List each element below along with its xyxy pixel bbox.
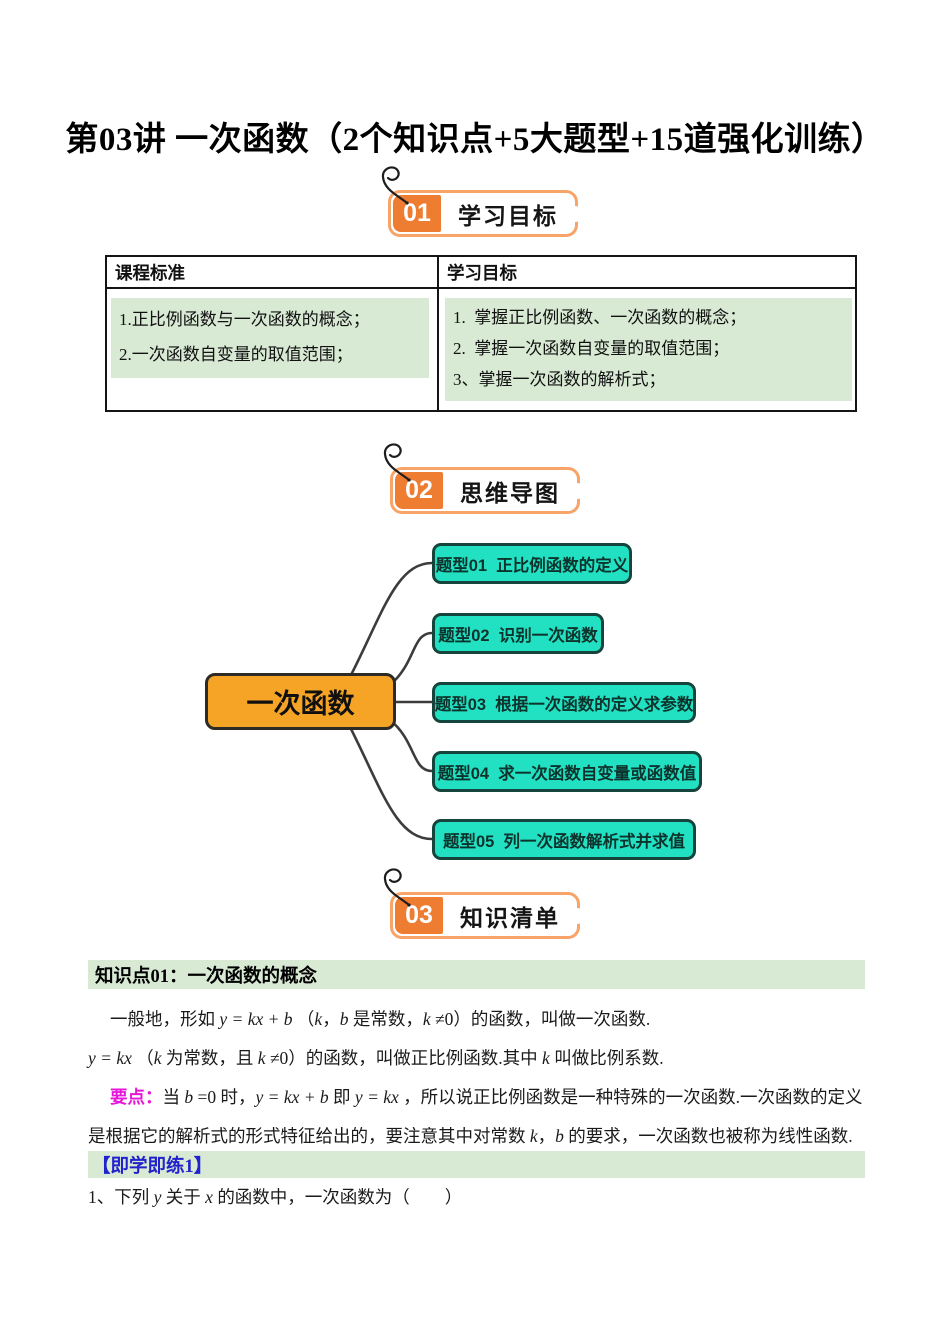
- learning-goal-item: 1. 掌握正比例函数、一次函数的概念；: [453, 308, 747, 327]
- badge-notch: [574, 482, 581, 499]
- var-b: b: [184, 1087, 194, 1107]
- learning-goal-item: 2. 掌握一次函数自变量的取值范围；: [453, 339, 730, 358]
- mindmap-branch-03: 题型03 根据一次函数的定义求参数: [432, 682, 696, 723]
- section-label: 知识清单: [460, 904, 560, 931]
- knowledge-point-heading: 知识点01：一次函数的概念: [88, 960, 865, 989]
- var-b: b: [555, 1126, 564, 1146]
- formula-y-kx: y = kx: [354, 1087, 399, 1107]
- badge-notch: [572, 205, 579, 222]
- section-badge-learning-goals: 01 学习目标: [381, 166, 579, 237]
- highlight-block: 1.正比例函数与一次函数的概念； 2.一次函数自变量的取值范围；: [111, 298, 429, 378]
- mindmap-root-node: 一次函数: [205, 673, 396, 730]
- table-header-learning-goal: 学习目标: [439, 257, 855, 289]
- objectives-table: 课程标准 学习目标 1.正比例函数与一次函数的概念； 2.一次函数自变量的取值范…: [105, 255, 857, 412]
- formula-y-kx: y = kx: [88, 1048, 132, 1068]
- course-standard-item: 2.一次函数自变量的取值范围；: [119, 345, 353, 364]
- table-header-course-standard: 课程标准: [107, 257, 439, 289]
- mindmap-branch-04: 题型04 求一次函数自变量或函数值: [432, 751, 702, 792]
- definition-proportional-function: y = kx （k 为常数，且 k ≠0）的函数，叫做正比例函数.其中 k 叫做…: [88, 1048, 664, 1068]
- section-badge-knowledge-list: 03 知识清单: [383, 868, 581, 939]
- section-label: 学习目标: [458, 202, 558, 229]
- formula-y-kx-b: y = kx + b: [255, 1087, 329, 1107]
- mindmap: 一次函数 题型01 正比例函数的定义 题型02 识别一次函数 题型03 根据一次…: [200, 535, 760, 867]
- var-k: k: [314, 1009, 323, 1029]
- var-y: y: [153, 1187, 162, 1207]
- var-k: k: [153, 1048, 162, 1068]
- course-standard-item: 1.正比例函数与一次函数的概念；: [119, 310, 370, 329]
- table-cell-learning-goal: 1. 掌握正比例函数、一次函数的概念； 2. 掌握一次函数自变量的取值范围； 3…: [439, 289, 855, 410]
- highlight-block: 1. 掌握正比例函数、一次函数的概念； 2. 掌握一次函数自变量的取值范围； 3…: [445, 298, 852, 401]
- practice-section-bar: 【即学即练1】: [88, 1151, 865, 1178]
- section-number: 02: [395, 472, 443, 509]
- formula-y-kx-b: y = kx + b: [219, 1009, 293, 1029]
- pin-spiral-icon: [381, 166, 409, 205]
- var-b: b: [339, 1009, 349, 1029]
- var-k: k: [257, 1048, 266, 1068]
- practice-heading: 【即学即练1】: [92, 1156, 213, 1177]
- table-cell-course-standard: 1.正比例函数与一次函数的概念； 2.一次函数自变量的取值范围；: [107, 289, 439, 410]
- badge-notch: [574, 907, 581, 924]
- mindmap-branch-01: 题型01 正比例函数的定义: [432, 543, 632, 584]
- section-number: 01: [393, 195, 441, 232]
- var-k: k: [422, 1009, 431, 1029]
- knowledge-body: 一般地，形如 y = kx + b （k，b 是常数，k ≠0）的函数，叫做一次…: [88, 1000, 867, 1156]
- pin-spiral-icon: [383, 868, 411, 907]
- definition-linear-function: 一般地，形如 y = kx + b （k，b 是常数，k ≠0）的函数，叫做一次…: [110, 1009, 651, 1029]
- pin-spiral-icon: [383, 443, 411, 482]
- question-1: 1、下列 y 关于 x 的函数中，一次函数为（ ）: [88, 1187, 463, 1207]
- var-x: x: [205, 1187, 213, 1207]
- page-title: 第03讲 一次函数（2个知识点+5大题型+15道强化训练）: [65, 122, 885, 158]
- learning-goal-item: 3、掌握一次函数的解析式；: [453, 370, 666, 389]
- mindmap-branch-02: 题型02 识别一次函数: [432, 613, 604, 654]
- var-k: k: [529, 1126, 538, 1146]
- mindmap-connector-lines: [348, 561, 434, 841]
- section-badge-mindmap: 02 思维导图: [383, 443, 581, 514]
- mindmap-branch-05: 题型05 列一次函数解析式并求值: [432, 819, 696, 860]
- keynote-label: 要点：: [110, 1087, 163, 1107]
- var-k: k: [542, 1048, 550, 1068]
- section-label: 思维导图: [460, 479, 560, 506]
- keynote-paragraph: 要点：当 b =0 时，y = kx + b 即 y = kx ，所以说正比例函…: [88, 1087, 863, 1146]
